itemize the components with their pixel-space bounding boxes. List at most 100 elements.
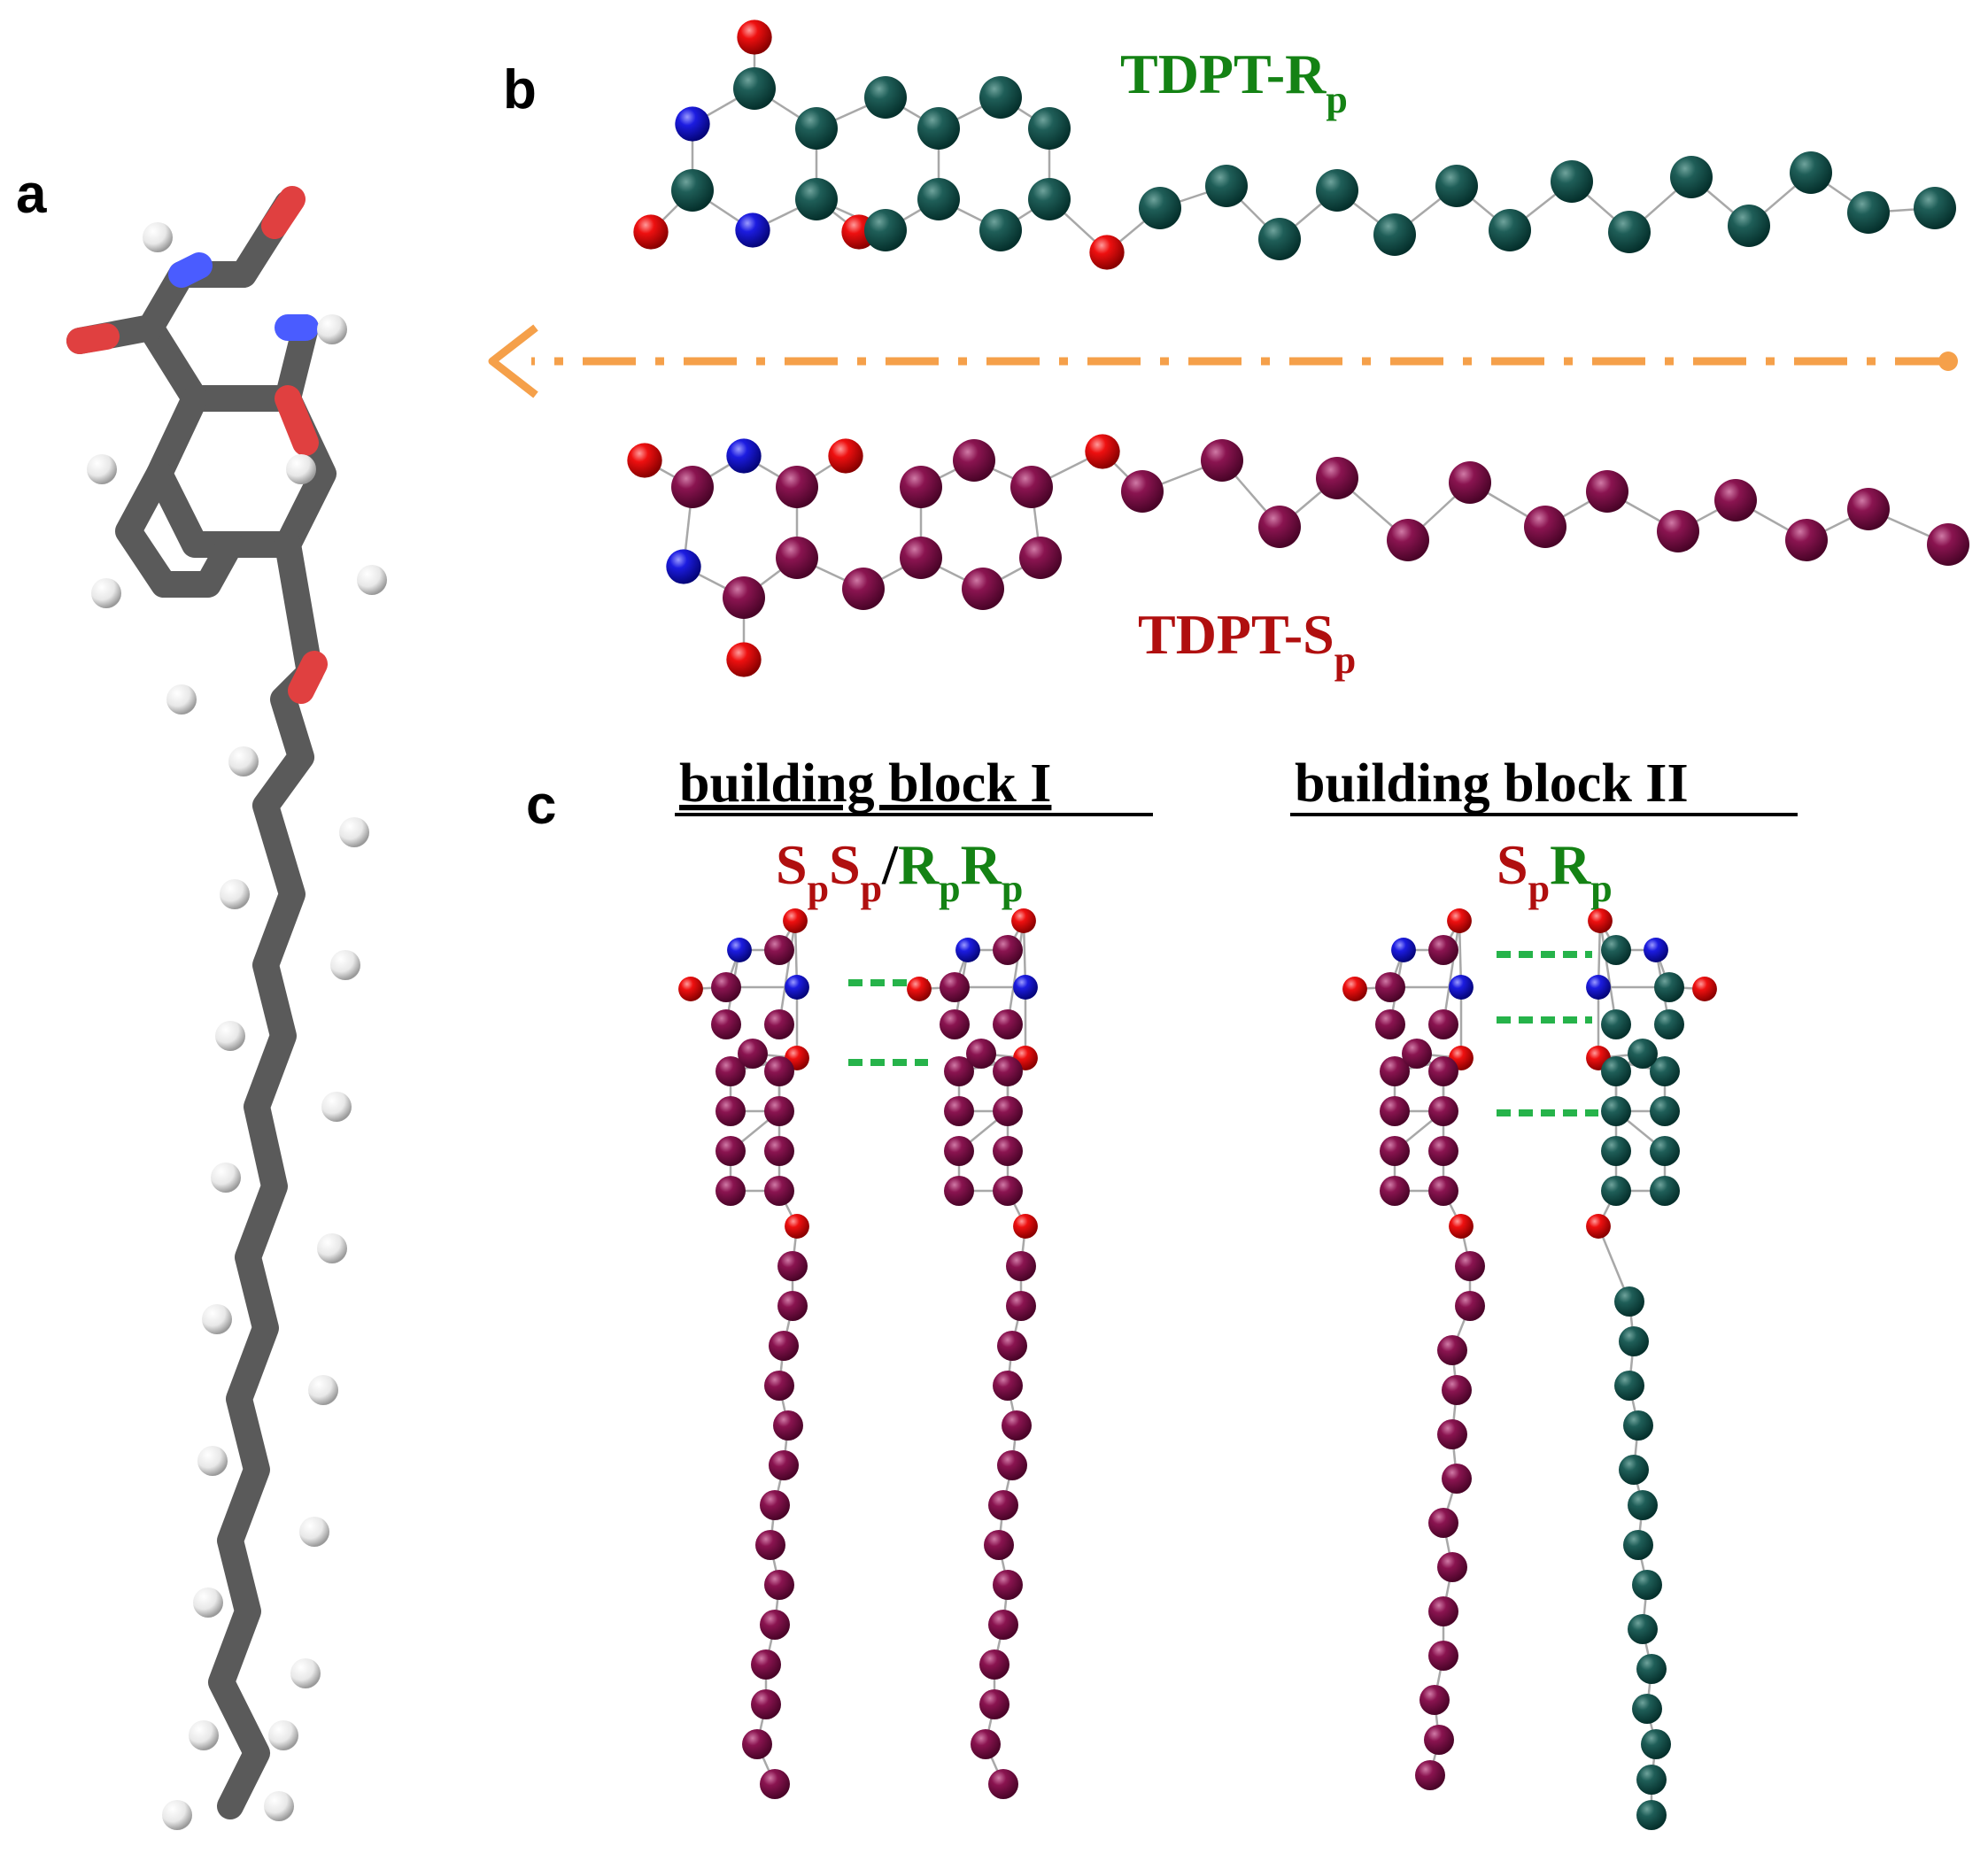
stick-nh-1 bbox=[168, 252, 213, 288]
carbon-atom bbox=[776, 466, 818, 508]
bond bbox=[1442, 920, 1461, 1025]
carbon-atom bbox=[1654, 1009, 1684, 1039]
carbon-atom bbox=[716, 1176, 746, 1206]
carbon-atom bbox=[769, 1450, 799, 1480]
carbon-atom bbox=[716, 1096, 746, 1126]
carbon-atom bbox=[971, 1729, 1001, 1759]
carbon-atom bbox=[711, 1009, 741, 1039]
carbon-atom bbox=[738, 1039, 768, 1069]
block2-title: building block II bbox=[1295, 753, 1689, 814]
carbon-atom bbox=[764, 1009, 794, 1039]
carbon-atom bbox=[1619, 1455, 1649, 1485]
carbon-atom bbox=[751, 1649, 781, 1680]
carbon-atom bbox=[760, 1769, 790, 1799]
oxygen-atom bbox=[783, 908, 808, 933]
molecule-tdpt-sp bbox=[627, 434, 1969, 677]
carbon-atom bbox=[1657, 510, 1699, 552]
carbon-atom bbox=[1632, 1570, 1662, 1600]
carbon-atom bbox=[944, 1176, 974, 1206]
carbon-atom bbox=[1437, 1419, 1467, 1449]
nitrogen-atom bbox=[675, 106, 710, 142]
carbon-atom bbox=[1455, 1291, 1485, 1321]
stick-co-2b bbox=[66, 323, 120, 354]
carbon-atom bbox=[993, 1176, 1023, 1206]
carbon-atom bbox=[1428, 935, 1458, 965]
label-tdpt-sp: TDPT-Sp bbox=[1138, 603, 1356, 682]
carbon-atom bbox=[1258, 218, 1301, 260]
stick-hydrogens bbox=[87, 222, 387, 1830]
carbon-atom bbox=[760, 1490, 790, 1520]
carbon-atom bbox=[1619, 1326, 1649, 1356]
carbon-atom bbox=[953, 439, 995, 482]
carbon-atom bbox=[993, 935, 1023, 965]
carbon-atom bbox=[944, 1056, 974, 1086]
carbon-atom bbox=[1670, 156, 1713, 198]
carbon-atom bbox=[997, 1331, 1027, 1361]
oxygen-atom bbox=[1085, 434, 1120, 469]
carbon-atom bbox=[1380, 1176, 1410, 1206]
carbon-atom bbox=[1489, 209, 1531, 251]
carbon-atom bbox=[1524, 506, 1566, 548]
carbon-atom bbox=[1641, 1729, 1671, 1759]
carbon-atom bbox=[1623, 1410, 1653, 1441]
carbon-atom bbox=[1790, 151, 1832, 194]
oxygen-atom bbox=[1342, 977, 1367, 1001]
carbon-atom bbox=[1437, 1552, 1467, 1582]
carbon-atom bbox=[1424, 1725, 1454, 1755]
carbon-atom bbox=[1728, 205, 1770, 247]
carbon-atom bbox=[1415, 1760, 1445, 1790]
carbon-atom bbox=[993, 1570, 1023, 1600]
nitrogen-atom bbox=[666, 549, 701, 584]
block2-molecule-left bbox=[1342, 908, 1485, 1790]
oxygen-atom bbox=[726, 642, 762, 677]
carbon-atom bbox=[1006, 1291, 1036, 1321]
carbon-atom bbox=[711, 972, 741, 1002]
carbon-atom bbox=[1419, 1685, 1450, 1715]
oxygen-atom bbox=[907, 977, 932, 1001]
carbon-atom bbox=[1636, 1800, 1667, 1830]
carbon-atom bbox=[993, 1009, 1023, 1039]
carbon-atom bbox=[1650, 1136, 1680, 1166]
carbon-atom bbox=[1601, 1009, 1631, 1039]
carbon-atom bbox=[1428, 1641, 1458, 1671]
stick-ether-o bbox=[288, 651, 328, 704]
carbon-atom bbox=[864, 76, 907, 119]
block2-molecule-right bbox=[1586, 908, 1717, 1830]
block2-hbonds bbox=[1497, 951, 1598, 1116]
carbon-atom bbox=[1650, 1056, 1680, 1086]
carbon-atom bbox=[1449, 461, 1491, 504]
carbon-atom bbox=[1601, 1096, 1631, 1126]
stick-co-1 bbox=[261, 186, 306, 239]
carbon-atom bbox=[1139, 187, 1181, 229]
nitrogen-atom bbox=[1013, 975, 1038, 1000]
block1-title: building block I bbox=[679, 753, 1051, 814]
carbon-atom bbox=[988, 1490, 1018, 1520]
carbon-atom bbox=[988, 1769, 1018, 1799]
carbon-atom bbox=[988, 1610, 1018, 1640]
carbon-atom bbox=[917, 178, 960, 220]
carbon-atom bbox=[993, 1056, 1023, 1086]
oxygen-atom bbox=[1089, 235, 1125, 270]
carbon-atom bbox=[1435, 165, 1478, 207]
carbon-atom bbox=[944, 1136, 974, 1166]
carbon-atom bbox=[1608, 211, 1651, 253]
carbon-atom bbox=[1428, 1056, 1458, 1086]
carbon-atom bbox=[1632, 1694, 1662, 1724]
carbon-atom bbox=[773, 1410, 803, 1441]
carbon-atom bbox=[979, 209, 1022, 251]
carbon-atom bbox=[940, 972, 970, 1002]
stick-o-ring bbox=[275, 385, 319, 456]
carbon-atom bbox=[733, 67, 776, 110]
bond bbox=[1006, 920, 1025, 1025]
carbon-atom bbox=[1380, 1056, 1410, 1086]
carbon-atom bbox=[1437, 1335, 1467, 1365]
carbon-atom bbox=[1601, 1176, 1631, 1206]
label-tdpt-rp: TDPT-Rp bbox=[1120, 42, 1348, 121]
orientation-arrow bbox=[488, 324, 1958, 398]
bond bbox=[777, 920, 797, 1025]
carbon-atom bbox=[1636, 1765, 1667, 1795]
carbon-atom bbox=[993, 1136, 1023, 1166]
carbon-atom bbox=[671, 169, 714, 212]
carbon-atom bbox=[776, 537, 818, 579]
carbon-atom bbox=[1028, 178, 1071, 220]
